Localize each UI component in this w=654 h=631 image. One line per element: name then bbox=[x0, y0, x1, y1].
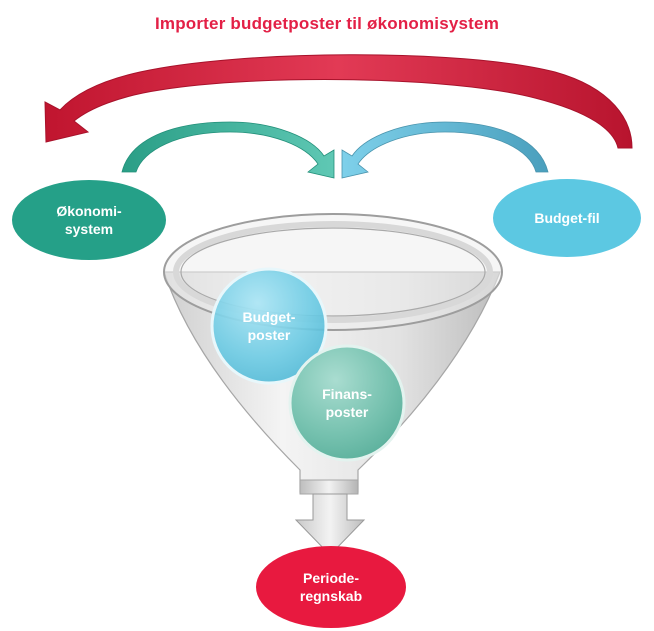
big-import-arrow bbox=[44, 54, 633, 149]
teal-arrow bbox=[121, 121, 335, 179]
okonomisystem-label: Økonomi- system bbox=[56, 203, 122, 237]
budgetposter-label: Budget- poster bbox=[242, 309, 296, 343]
page-title: Importer budgetposter til økonomisystem bbox=[154, 14, 500, 33]
perioderegnskab-node bbox=[256, 546, 406, 628]
perioderegnskab-label: Periode- regnskab bbox=[299, 570, 363, 604]
okonomisystem-node bbox=[12, 180, 166, 260]
finansposter-bubble bbox=[288, 344, 406, 462]
blue-arrow bbox=[341, 121, 549, 179]
down-arrow-icon bbox=[294, 493, 366, 556]
budget-fil-node bbox=[493, 179, 641, 257]
finansposter-label: Finans- poster bbox=[322, 386, 372, 420]
budgetposter-bubble bbox=[210, 267, 328, 385]
budget-fil-label: Budget-fil bbox=[534, 210, 600, 226]
